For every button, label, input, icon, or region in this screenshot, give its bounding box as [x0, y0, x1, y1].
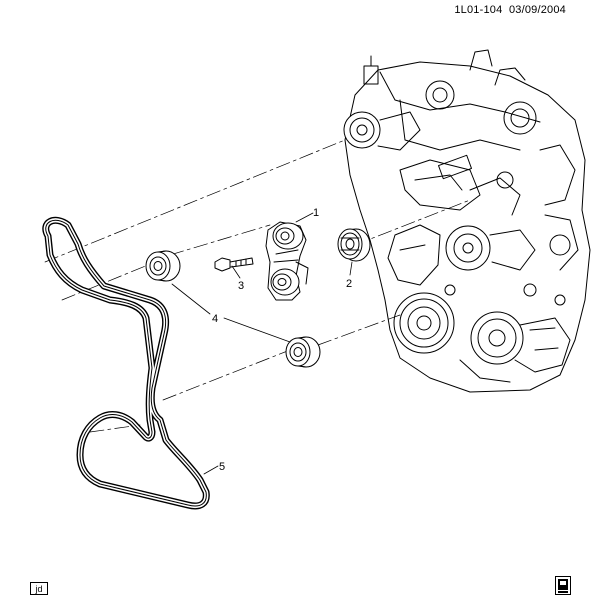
- drawing-code: 1L01-104 03/09/2004: [454, 4, 566, 16]
- leader-3: [231, 265, 241, 279]
- callout-4: 4: [212, 313, 218, 325]
- leader-4b: [223, 317, 291, 343]
- alignment-line-upper-idler: [61, 264, 149, 301]
- drawing-date: 03/09/2004: [508, 4, 566, 16]
- alignment-line-lower-idler: [317, 314, 401, 346]
- illustrator-initials: jd: [30, 582, 48, 595]
- leader-lines: [171, 212, 353, 475]
- leader-5: [203, 465, 219, 475]
- callout-3: 3: [238, 280, 244, 292]
- engine-assembly: [343, 49, 591, 393]
- idler-pulley-small: [337, 228, 371, 262]
- idler-pulley-upper: [145, 250, 181, 282]
- alignment-line-tensioner: [169, 224, 271, 256]
- alignment-line-idler-2: [354, 199, 471, 246]
- alignment-line-belt-lower: [89, 424, 141, 433]
- alignment-line-crank: [162, 349, 291, 401]
- leader-2: [349, 261, 353, 276]
- gm-logo-icon: [555, 576, 571, 595]
- idler-pulley-lower: [285, 336, 321, 368]
- alignment-line-alternator: [44, 139, 346, 263]
- drive-belt: [42, 216, 210, 510]
- leader-1: [295, 212, 314, 223]
- callout-2: 2: [346, 278, 352, 290]
- tensioner-bolt: [214, 257, 254, 272]
- alignment-lines: [44, 139, 471, 433]
- belt-tensioner: [265, 221, 309, 301]
- callout-5: 5: [219, 461, 225, 473]
- callout-1: 1: [313, 207, 319, 219]
- drawing-number: 1L01-104: [454, 4, 503, 16]
- leader-4a: [171, 283, 211, 315]
